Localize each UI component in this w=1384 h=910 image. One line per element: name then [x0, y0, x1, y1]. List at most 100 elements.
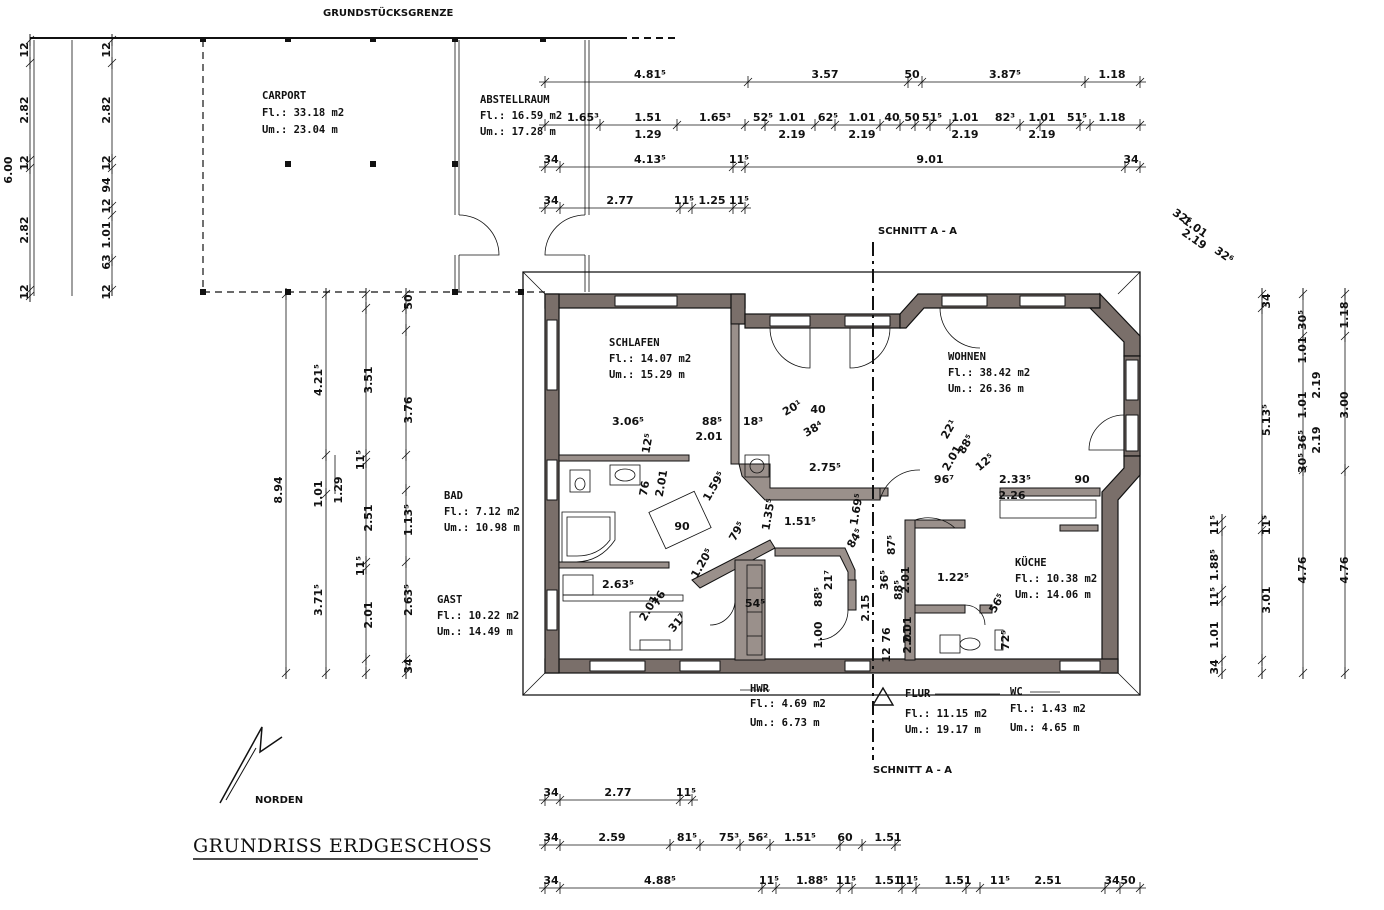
room-carport: CARPORT Fl.: 33.18 m2 Um.: 23.04 m [262, 90, 344, 136]
dimension-label: 54⁵ [745, 597, 765, 610]
dimension-label: 36⁵ [1296, 430, 1309, 450]
room-schlafen: SCHLAFEN Fl.: 14.07 m2 Um.: 15.29 m [609, 337, 691, 381]
dimension-label: 1.51 [944, 874, 971, 887]
room-area: Fl.: 1.43 m2 [1010, 703, 1086, 715]
north-label: NORDEN [255, 795, 303, 806]
dimension-label: 4.13⁵ [634, 153, 666, 166]
room-area: Fl.: 16.59 m2 [480, 110, 562, 122]
room-perimeter: Um.: 26.36 m [948, 383, 1024, 395]
fixtures [561, 454, 1097, 656]
dimension-label: 1.01 [778, 111, 805, 124]
dimension-label: 2.77 [604, 786, 631, 799]
dimension-label: 2.75⁵ [809, 461, 841, 474]
dimension-label: 63 [100, 254, 113, 269]
room-perimeter: Um.: 14.49 m [437, 626, 513, 638]
room-kueche: KÜCHE Fl.: 10.38 m2 Um.: 14.06 m [1015, 555, 1097, 601]
dimension-label: 34 [1123, 153, 1139, 166]
outer-walls [544, 292, 1141, 674]
dimension-label: 4.81⁵ [634, 68, 666, 81]
dimension-label: 38⁴ [801, 418, 825, 439]
dimension-label: 94 [100, 177, 113, 193]
dimension-label: 11⁵ [729, 153, 749, 166]
dimension-label: 2.01 [362, 601, 375, 628]
dimension-label: 1.29 [634, 128, 661, 141]
dimension-label: 2.82 [18, 216, 31, 243]
dimension-label: 12⁵ [973, 451, 997, 474]
carport [200, 37, 590, 295]
dimension-label: 5.13⁵ [1260, 404, 1273, 436]
room-flur: FLUR Fl.: 11.15 m2 Um.: 19.17 m [905, 688, 987, 736]
dimension-label: 2.59 [598, 831, 625, 844]
dimension-label: 3.57 [811, 68, 838, 81]
dimension-label: 11⁵ [1208, 587, 1221, 607]
dimension-label: 88⁵ [812, 587, 825, 607]
dimension-label: 1.01 [312, 480, 325, 507]
room-abstellraum: ABSTELLRAUM Fl.: 16.59 m2 Um.: 17.28 m [480, 94, 562, 138]
dimension-label: 2.01 [901, 616, 914, 643]
dimension-label: 50 [402, 294, 415, 310]
dimension-label: 36⁵ [878, 570, 891, 590]
dimension-label: 1.01 [1296, 336, 1309, 363]
room-area: Fl.: 33.18 m2 [262, 107, 344, 119]
dimension-label: 22¹ [938, 417, 959, 441]
dimension-label: 1.65³ [699, 111, 731, 124]
dimension-label: 2.19 [1310, 371, 1323, 398]
dimension-label: 79⁵ [726, 519, 747, 543]
room-gast: GAST Fl.: 10.22 m2 Um.: 14.49 m [437, 594, 519, 638]
dimension-label: 11⁵ [759, 874, 779, 887]
dimension-label: 96⁷ [934, 473, 954, 486]
dimension-label: 2.01 [695, 430, 722, 443]
dimension-label: 34 [543, 153, 559, 166]
room-perimeter: Um.: 19.17 m [905, 724, 981, 736]
room-name: BAD [444, 490, 463, 502]
doors [709, 307, 1125, 641]
dimension-label: 52⁵ [753, 111, 773, 124]
dimension-label: 1.88⁵ [796, 874, 828, 887]
dimension-label: 1.01 [848, 111, 875, 124]
dimension-label: 88⁵ [892, 580, 905, 600]
room-perimeter: Um.: 4.65 m [1010, 722, 1080, 734]
dimension-label: 76 [880, 627, 893, 643]
dimension-label: 4.76 [1296, 556, 1309, 583]
room-name: FLUR [905, 688, 931, 700]
dimension-label: 1.51⁵ [784, 515, 816, 528]
dimension-label: 34 [1104, 874, 1120, 887]
dimension-label: 2.01 [899, 566, 912, 593]
dimension-label: 12 [100, 198, 113, 213]
dimension-label: 34 [543, 831, 559, 844]
dimension-label: 12 [18, 42, 31, 57]
dimension-label: 1.18 [1098, 68, 1125, 81]
dimension-label: 31⁷ [666, 611, 689, 635]
dimension-label: 60 [837, 831, 853, 844]
dimension-label: 30⁵ [1296, 310, 1309, 330]
room-area: Fl.: 10.38 m2 [1015, 573, 1097, 585]
dimension-label: 3.01 [1260, 586, 1273, 613]
dimension-label: 88⁵ [702, 415, 722, 428]
dimension-label: 51⁵ [1067, 111, 1087, 124]
dimension-label: 12 [100, 284, 113, 299]
dimension-label: 1.18 [1338, 301, 1351, 328]
dimension-label: 11⁵ [990, 874, 1010, 887]
dimension-label: 12 [100, 42, 113, 57]
dimension-label: 2.19 [1310, 426, 1323, 453]
room-perimeter: Um.: 6.73 m [750, 717, 820, 729]
dimension-label: 12 [100, 155, 113, 170]
dimension-label: 8.94 [272, 476, 285, 503]
dimension-label: 2.26 [998, 489, 1025, 502]
dimension-label: 1.00 [812, 621, 825, 648]
dimension-label: 40 [884, 111, 900, 124]
room-name: WOHNEN [948, 351, 986, 363]
room-perimeter: Um.: 10.98 m [444, 522, 520, 534]
dimension-label: 1.01 [100, 221, 113, 248]
dimension-label: 1.01 [951, 111, 978, 124]
dimension-label: 34 [543, 786, 559, 799]
dimension-label: 62⁵ [818, 111, 838, 124]
section-label-top: SCHNITT A - A [878, 226, 957, 237]
room-wohnen: WOHNEN Fl.: 38.42 m2 Um.: 26.36 m [948, 351, 1030, 395]
room-name: CARPORT [262, 90, 306, 102]
dimension-label: 32⁶ [1212, 244, 1236, 266]
dimension-label: 11⁵ [674, 194, 694, 207]
dimension-label: 3.51 [362, 366, 375, 393]
dimension-label: 34 [543, 874, 559, 887]
